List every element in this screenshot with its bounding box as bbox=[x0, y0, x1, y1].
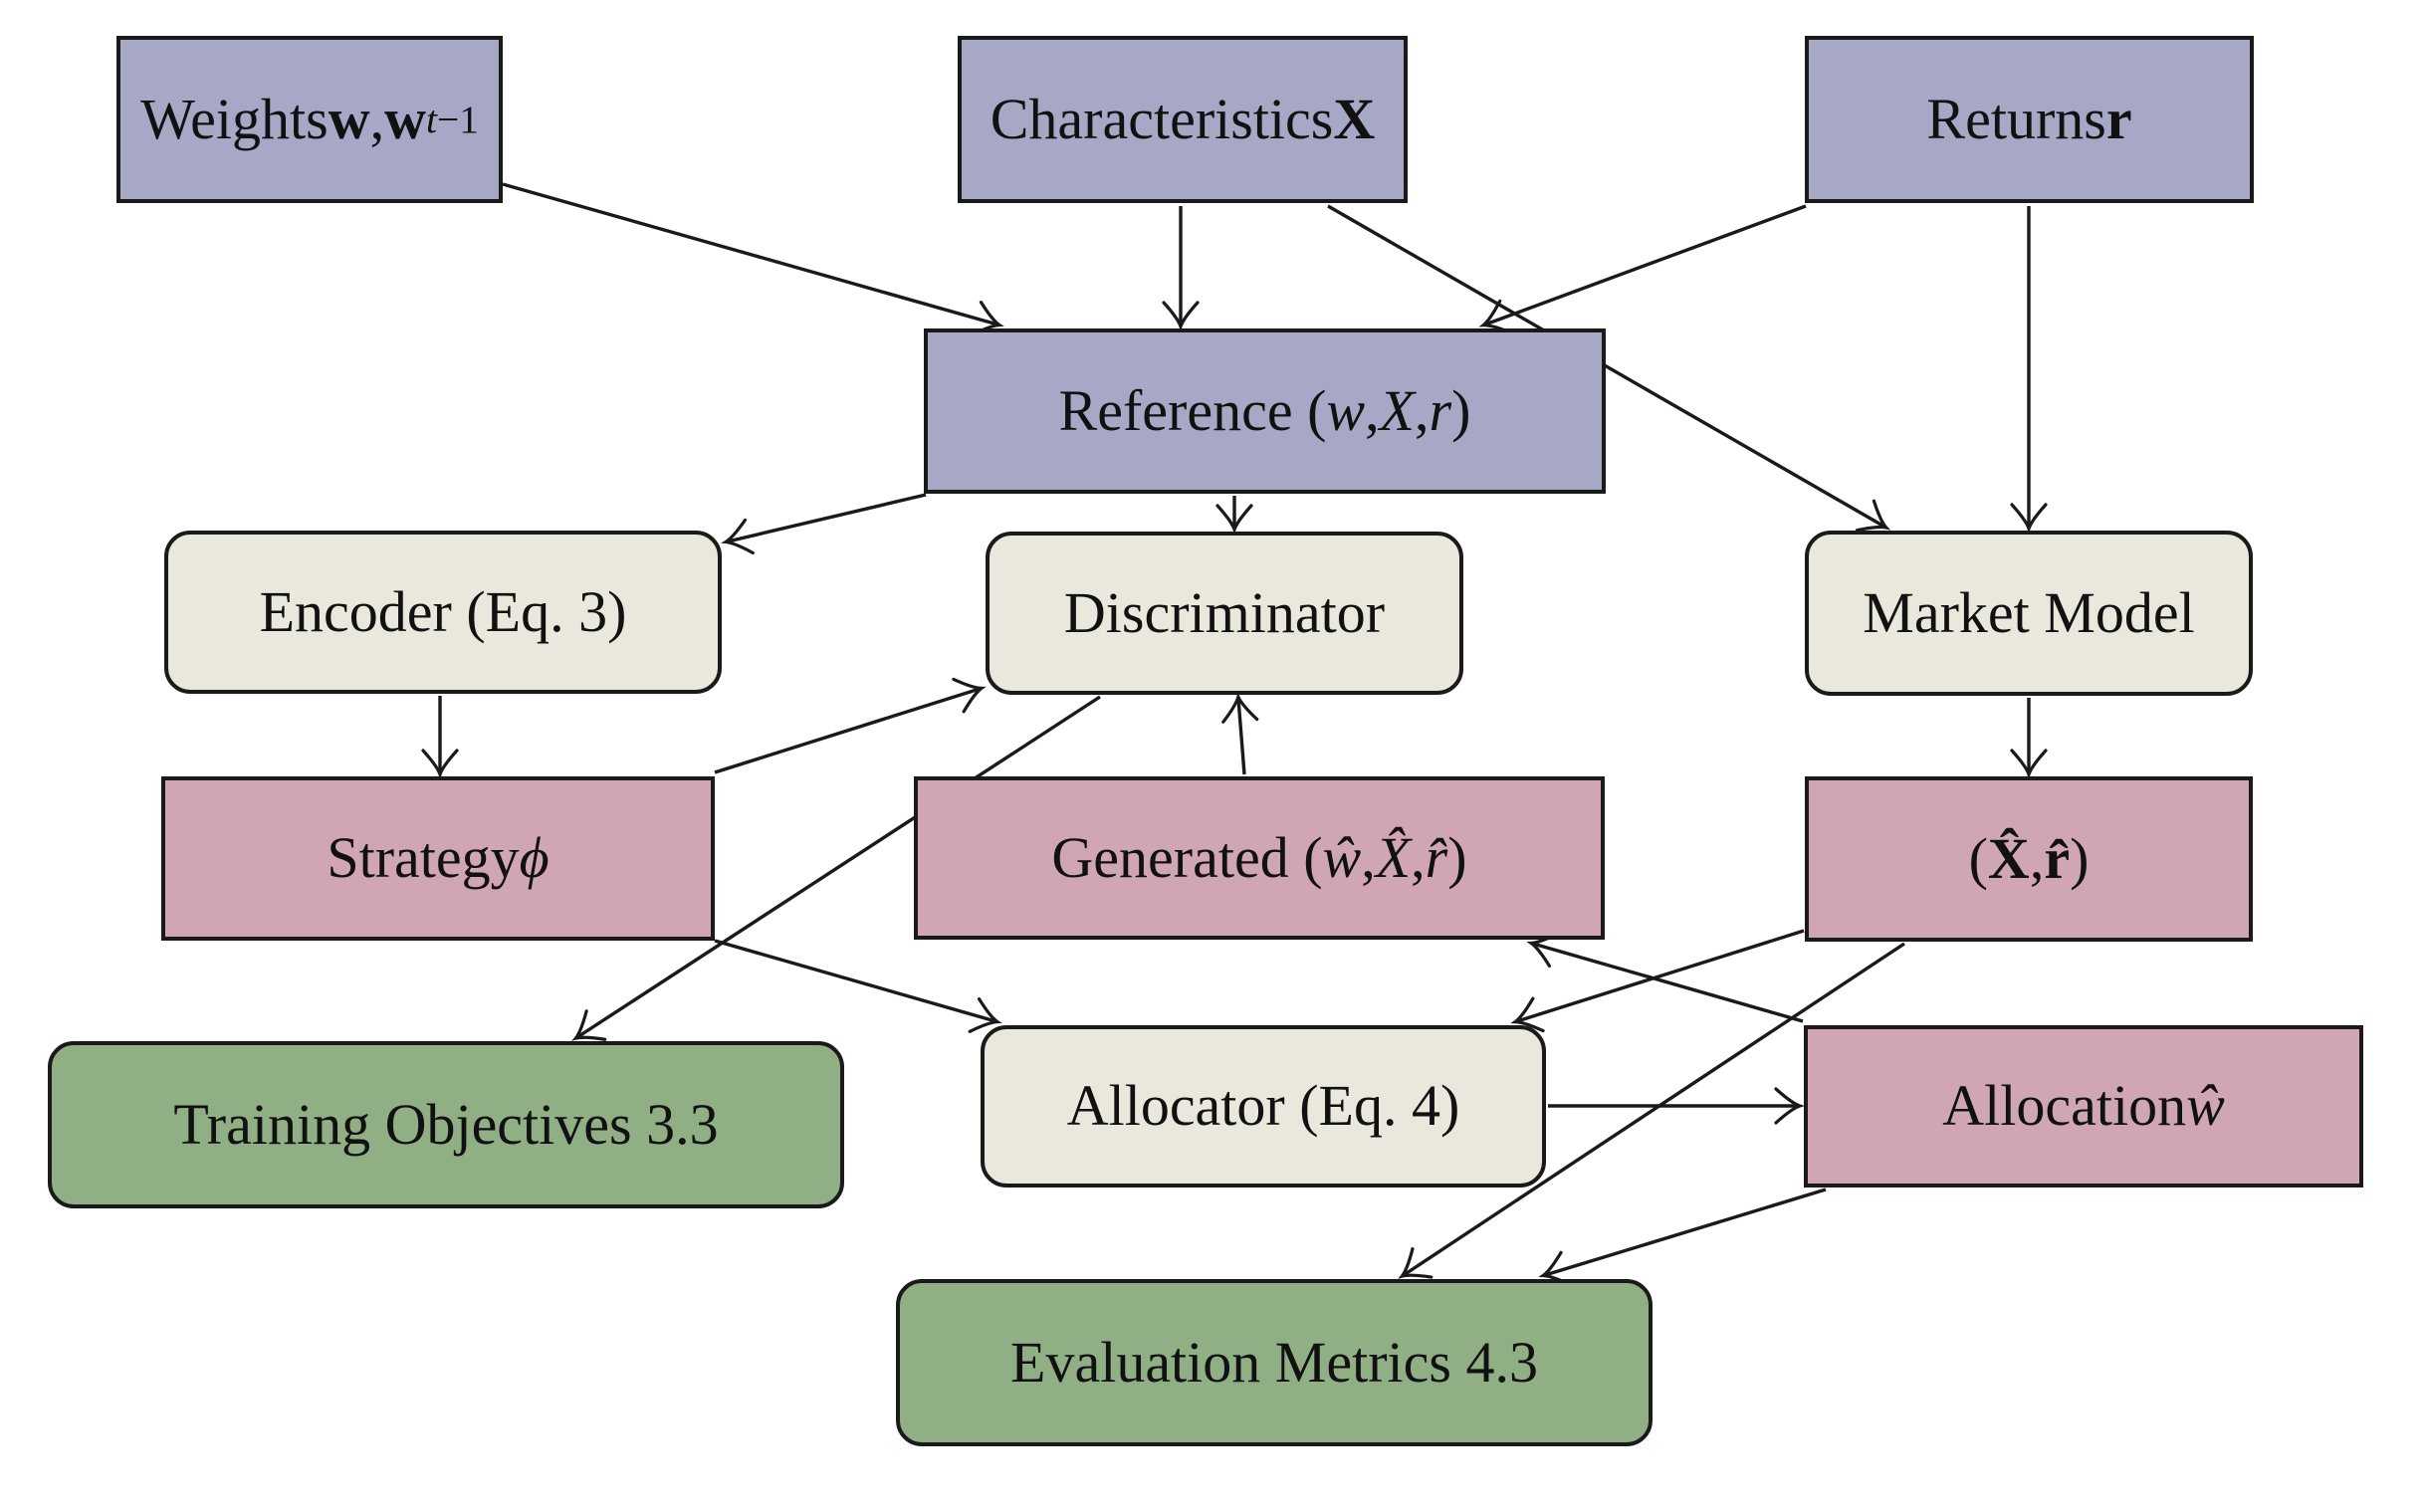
node-encoder: Encoder (Eq. 3) bbox=[164, 531, 722, 694]
node-training-objectives: Training Objectives 3.3 bbox=[48, 1041, 844, 1208]
node-strategy: Strategy ϕ bbox=[161, 776, 715, 941]
node-market-model: Market Model bbox=[1805, 531, 2253, 696]
arrow-generated-to-discriminator bbox=[1221, 691, 1259, 775]
node-discriminator: Discriminator bbox=[986, 532, 1463, 695]
arrow-allocation-to-generated bbox=[1526, 932, 1804, 1023]
arrow-xr-hat-to-allocator bbox=[1510, 929, 1805, 1033]
arrow-reference-to-encoder bbox=[721, 493, 927, 555]
node-characteristics: Characteristics X bbox=[958, 36, 1408, 203]
node-returns: Returns r bbox=[1805, 36, 2254, 203]
node-xr-hat: (X̂, r̂) bbox=[1805, 776, 2253, 942]
node-allocation: Allocation ŵ bbox=[1804, 1025, 2363, 1188]
arrow-strategy-to-allocator bbox=[714, 939, 1002, 1033]
node-evaluation-metrics: Evaluation Metrics 4.3 bbox=[896, 1279, 1653, 1446]
arrow-returns-to-reference bbox=[1478, 204, 1807, 334]
node-reference: Reference (w, X, r) bbox=[924, 328, 1606, 494]
node-generated: Generated (ŵ, X̂, r̂) bbox=[914, 776, 1605, 940]
arrow-allocation-to-evaluation-metrics bbox=[1538, 1188, 1827, 1287]
node-allocator: Allocator (Eq. 4) bbox=[981, 1025, 1546, 1188]
arrow-weights-to-reference bbox=[502, 182, 1004, 336]
arrow-strategy-to-discriminator bbox=[714, 677, 987, 774]
